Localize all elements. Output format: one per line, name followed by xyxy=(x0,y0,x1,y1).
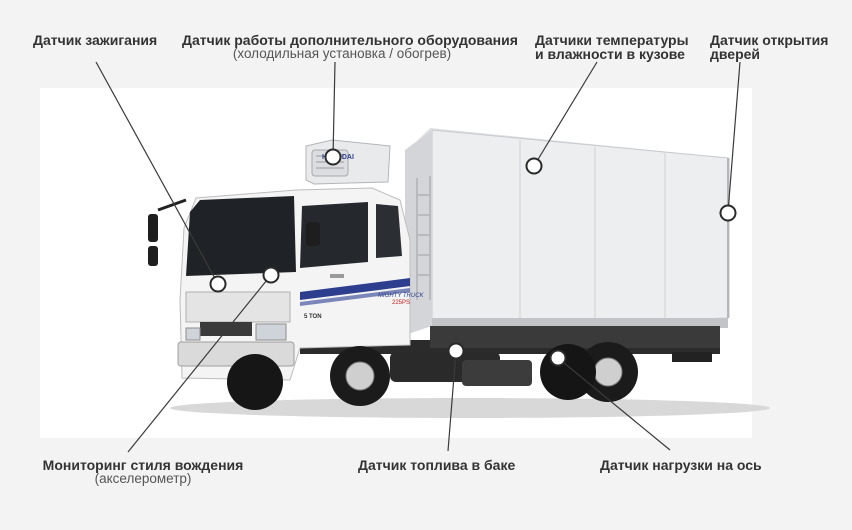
doors-marker xyxy=(719,204,737,222)
doors-label: Датчик открытия дверей xyxy=(710,33,828,61)
fuel-title: Датчик топлива в баке xyxy=(358,457,516,473)
temp-humidity-marker xyxy=(525,157,543,175)
line-fuel xyxy=(447,350,457,452)
leader-lines xyxy=(95,61,741,453)
fuel-marker xyxy=(447,342,465,360)
ground-shadow xyxy=(170,398,770,418)
axle-load-title: Датчик нагрузки на ось xyxy=(600,457,762,473)
model-text: MIGHTY TRUCK xyxy=(378,293,425,299)
wheels xyxy=(227,342,638,410)
model-number: 225PS xyxy=(392,300,410,306)
line-axle-load xyxy=(557,357,671,451)
driving-style-marker xyxy=(262,266,280,284)
line-doors xyxy=(727,61,741,213)
cab-badge: 5 TON xyxy=(304,314,322,320)
driving-style-title: Мониторинг стиля вождения xyxy=(42,457,244,473)
cargo-box xyxy=(405,128,730,335)
doors-line2: дверей xyxy=(710,46,761,62)
line-ignition xyxy=(95,61,219,285)
axle-load-marker xyxy=(549,349,567,367)
refrigeration-unit xyxy=(305,139,391,185)
line-driving-style xyxy=(127,274,272,453)
driving-style-label: Мониторинг стиля вождения (акселерометр) xyxy=(40,458,246,486)
fuel-label: Датчик топлива в баке xyxy=(358,458,515,472)
extra-equipment-subtitle: (холодильная установка / обогрев) xyxy=(232,46,452,61)
temp-humidity-line2: и влажности в кузове xyxy=(535,46,685,62)
ignition-label: Датчик зажигания xyxy=(33,33,157,47)
doors-line1: Датчик открытия xyxy=(710,32,829,48)
extra-equipment-title: Датчик работы дополнительного оборудован… xyxy=(182,32,518,48)
line-extra-equipment xyxy=(332,61,336,158)
line-temp-humidity xyxy=(533,61,598,167)
extra-equipment-label: Датчик работы дополнительного оборудован… xyxy=(182,32,518,61)
ignition-marker xyxy=(209,275,227,293)
ignition-title: Датчик зажигания xyxy=(33,32,158,48)
extra-equipment-marker xyxy=(324,148,342,166)
truck-cab xyxy=(148,187,411,381)
temp-humidity-label: Датчики температуры и влажности в кузове xyxy=(535,33,689,61)
driving-style-subtitle: (акселерометр) xyxy=(94,471,192,486)
sensor-markers xyxy=(209,148,737,367)
temp-humidity-line1: Датчики температуры xyxy=(535,32,689,48)
axle-load-label: Датчик нагрузки на ось xyxy=(600,458,762,472)
